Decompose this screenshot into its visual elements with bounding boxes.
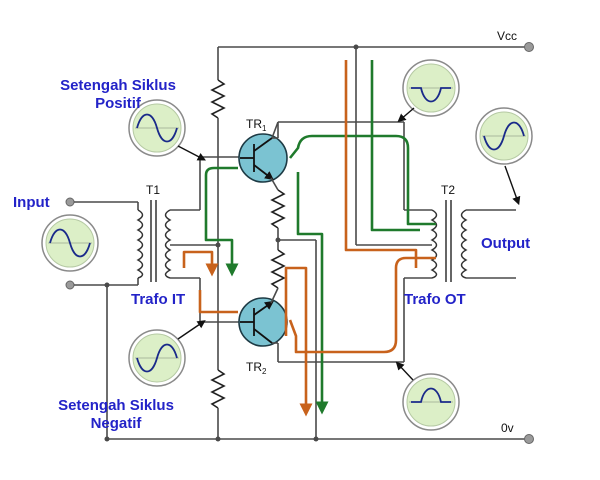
tr2-label: TR2 xyxy=(246,360,267,376)
scope-output xyxy=(475,107,533,165)
scope-bottom-collector xyxy=(402,373,460,431)
t1-label: T1 xyxy=(146,183,160,197)
output-stage-wiring xyxy=(104,44,432,442)
vcc-terminal xyxy=(524,42,534,52)
vcc-label: Vcc xyxy=(497,29,517,43)
positive-half-label-line1: Setengah Siklus xyxy=(60,77,176,94)
transistor-tr1 xyxy=(238,121,288,183)
input-terminal-bottom xyxy=(65,280,75,290)
vcc-rail xyxy=(218,42,534,52)
scope-negative-half xyxy=(128,329,186,387)
output-label: Output xyxy=(481,235,530,252)
positive-half-label-line2: Positif xyxy=(95,95,142,112)
ground-label: 0v xyxy=(501,421,514,435)
t2-label: T2 xyxy=(441,183,455,197)
input-label: Input xyxy=(13,194,50,211)
scope-pointers xyxy=(177,107,521,381)
transformer-t2 xyxy=(430,200,516,282)
ground-terminal xyxy=(524,434,534,444)
scope-positive-half xyxy=(128,99,186,157)
input-network xyxy=(65,197,139,439)
scope-input xyxy=(41,214,99,272)
negative-half-current-path xyxy=(182,60,436,417)
tr1-label: TR1 xyxy=(246,117,267,133)
ground-rail xyxy=(107,434,534,444)
input-terminal-top xyxy=(65,197,75,207)
negative-half-label-line2: Negatif xyxy=(91,415,143,432)
positive-half-current-path xyxy=(204,60,436,415)
emitter-resistor-bottom xyxy=(270,249,286,289)
trafo-it-label: Trafo IT xyxy=(131,291,185,308)
trafo-ot-label: Trafo OT xyxy=(404,291,466,308)
transistor-tr2 xyxy=(238,297,288,347)
bias-resistor-bottom xyxy=(210,369,226,409)
bias-resistor-top xyxy=(210,79,226,119)
transformer-t1 xyxy=(136,200,172,282)
negative-half-label-line1: Setengah Siklus xyxy=(58,397,174,414)
emitter-resistor-top xyxy=(270,189,286,229)
scope-top-collector xyxy=(402,59,460,117)
